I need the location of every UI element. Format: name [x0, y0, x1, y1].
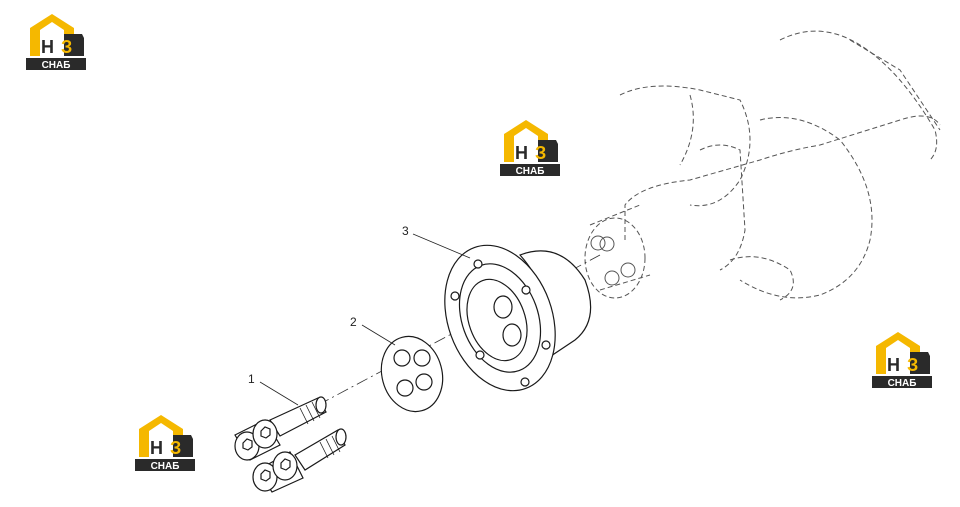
- svg-text:З: З: [907, 355, 918, 375]
- svg-text:З: З: [61, 37, 72, 57]
- callout-part-1: 1: [248, 372, 255, 386]
- bolt-upper: [234, 396, 327, 461]
- svg-text:З: З: [170, 438, 181, 458]
- bolt-lower: [252, 428, 347, 493]
- svg-text:СНАБ: СНАБ: [888, 378, 917, 389]
- callout-part-3: 3: [402, 224, 409, 238]
- svg-text:СНАБ: СНАБ: [42, 60, 71, 71]
- callout-part-2: 2: [350, 315, 357, 329]
- svg-text:СНАБ: СНАБ: [151, 461, 180, 472]
- svg-text:З: З: [535, 143, 546, 163]
- bolts-part-1: [234, 396, 347, 493]
- crankshaft-phantom: [584, 30, 941, 301]
- flange-hub-part-3: [444, 244, 592, 392]
- svg-text:Н: Н: [150, 438, 163, 458]
- callout-leaders: [259, 233, 471, 406]
- crankshaft-bolt-holes: [590, 235, 636, 286]
- washer-plate-part-2: [380, 335, 444, 413]
- svg-text:СНАБ: СНАБ: [516, 166, 545, 177]
- bolt-thread-marks: [299, 401, 341, 459]
- svg-text:Н: Н: [515, 143, 528, 163]
- svg-text:Н: Н: [887, 355, 900, 375]
- svg-text:Н: Н: [41, 37, 54, 57]
